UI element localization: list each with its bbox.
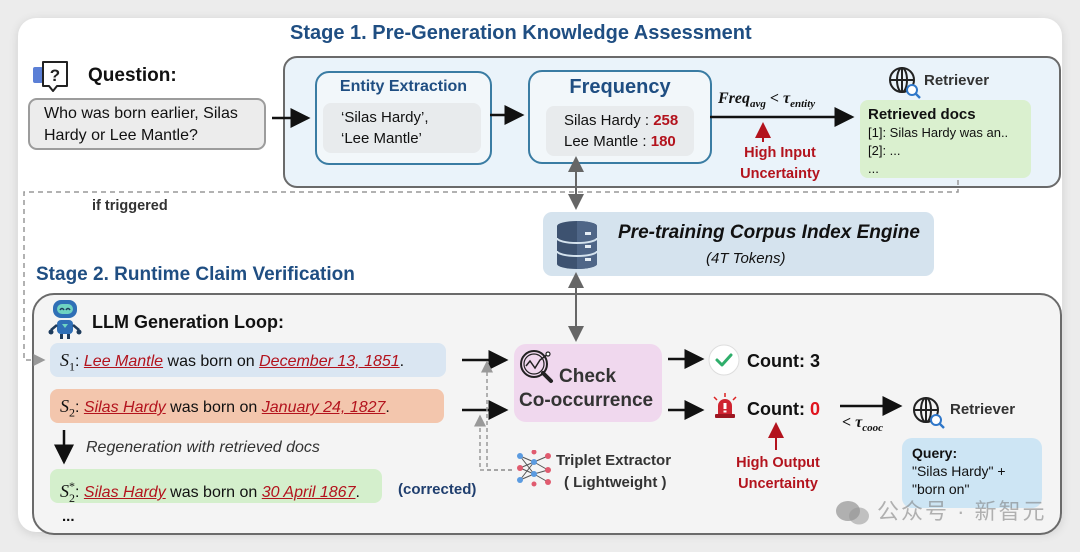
sentence-entity: Silas Hardy	[83, 484, 166, 501]
svg-text:?: ?	[50, 66, 60, 85]
sentence-s1: S1: Lee Mantle was born on December 13, …	[50, 343, 446, 377]
check-cooccurrence-box: Check Co-occurrence	[514, 344, 662, 422]
checkmark-icon	[708, 344, 740, 376]
trigger-dashed-line	[23, 180, 959, 366]
sentence-entity: Lee Mantle	[83, 353, 164, 370]
magnifier-chart-icon	[518, 348, 558, 386]
retriever-label: Retriever	[950, 401, 1016, 418]
entity-threshold-condition: Freqavg < τentity	[718, 90, 816, 111]
frequency-title: Frequency	[569, 76, 671, 98]
sentence-label: S1	[60, 350, 75, 374]
robot-icon	[48, 298, 82, 340]
stage2-title: Stage 2. Runtime Claim Verification	[36, 264, 355, 285]
high-output-uncertainty-label: High Output Uncertainty	[736, 455, 820, 492]
globe-search-icon	[912, 396, 946, 430]
corpus-subtitle: (4T Tokens)	[706, 250, 786, 267]
triplet-dashed-line-2	[474, 414, 512, 471]
high-input-uncertainty-label: High Input Uncertainty	[740, 145, 820, 182]
sentence-entity: Silas Hardy	[83, 399, 166, 416]
query-line: "born on"	[912, 481, 970, 497]
neural-network-icon	[514, 449, 554, 488]
watermark: 公众号 · 新智元	[835, 494, 1047, 526]
llm-loop-label: LLM Generation Loop:	[92, 312, 284, 332]
sentence-s2: S2: Silas Hardy was born on January 24, …	[50, 389, 444, 423]
wechat-icon	[836, 501, 869, 525]
stage1-title: Stage 1. Pre-Generation Knowledge Assess…	[290, 22, 752, 44]
if-triggered-label: if triggered	[92, 198, 168, 214]
retriever-label: Retriever	[924, 72, 990, 89]
retrieved-doc-line: ...	[868, 161, 879, 176]
retrieved-docs-title: Retrieved docs	[868, 106, 976, 123]
corpus-title: Pre-training Corpus Index Engine	[618, 222, 920, 243]
count-bad: Count: 0	[747, 399, 820, 419]
query-title: Query:	[912, 445, 958, 461]
corpus-index-engine-box: Pre-training Corpus Index Engine (4T Tok…	[543, 212, 934, 276]
lightweight-label: ( Lightweight )	[564, 474, 667, 491]
triplet-extractor-label: Triplet Extractor	[556, 452, 672, 469]
question-box: Who was born earlier, Silas Hardy or Lee…	[28, 98, 266, 150]
globe-search-icon	[888, 66, 922, 100]
sentence-date: January 24, 1827	[261, 399, 386, 416]
regeneration-label: Regeneration with retrieved docs	[86, 439, 320, 456]
sentence-s2-corrected: S*2: Silas Hardy was born on 30 April 18…	[50, 469, 382, 505]
entity-list: ‘Silas Hardy’, ‘Lee Mantle’	[323, 103, 481, 153]
question-label: Question:	[88, 65, 177, 86]
check-label: Check	[559, 366, 617, 387]
entity-item: ‘Lee Mantle’	[341, 130, 422, 147]
sentence-label: S*2	[60, 479, 75, 505]
query-line: "Silas Hardy" +	[912, 463, 1006, 479]
frequency-row: Silas Hardy : 258	[564, 112, 679, 129]
entity-item: ‘Silas Hardy’,	[341, 109, 429, 126]
retrieved-docs-box: Retrieved docs [1]: Silas Hardy was an..…	[860, 100, 1031, 178]
frequency-row: Lee Mantle : 180	[564, 133, 676, 150]
sentence-label: S2	[60, 396, 75, 420]
frequency-value: 180	[650, 133, 676, 150]
sentence-date: December 13, 1851	[259, 353, 400, 370]
sentence-date: 30 April 1867	[261, 484, 356, 501]
retrieved-doc-line: [1]: Silas Hardy was an..	[868, 125, 1009, 140]
entity-extraction-box: Entity Extraction ‘Silas Hardy’, ‘Lee Ma…	[315, 71, 492, 165]
cooc-threshold: < τcooc	[842, 414, 883, 435]
question-bubble-icon: ?	[32, 60, 78, 94]
corrected-label: (corrected)	[398, 481, 477, 498]
retrieved-doc-line: [2]: ...	[868, 143, 901, 158]
frequency-list: Silas Hardy : 258 Lee Mantle : 180	[546, 106, 694, 156]
triplet-dashed-line-1	[481, 360, 512, 471]
alarm-siren-icon	[710, 392, 740, 420]
query-box: Query: "Silas Hardy" + "born on"	[902, 438, 1042, 508]
count-ok: Count: 3	[747, 351, 820, 371]
frequency-value: 258	[653, 112, 679, 129]
cooccurrence-label: Co-occurrence	[519, 390, 654, 411]
entity-extraction-title: Entity Extraction	[339, 78, 468, 95]
database-icon	[555, 220, 599, 270]
ellipsis: ...	[62, 508, 75, 525]
